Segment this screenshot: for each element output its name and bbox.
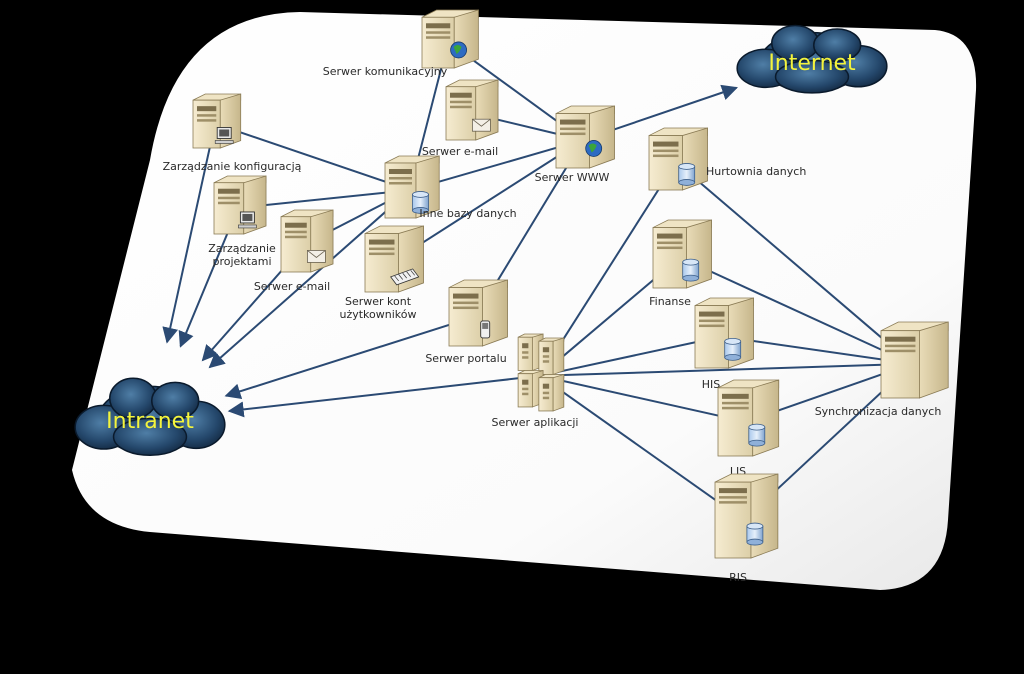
node-www: Serwer WWW: [535, 105, 615, 184]
node-label-finanse: Finanse: [649, 295, 691, 308]
globe-icon: [450, 41, 468, 59]
db-icon: [746, 522, 764, 546]
phone-icon: [480, 320, 491, 339]
node-label-inne: Inne bazy danych: [419, 207, 516, 220]
pc-icon: [214, 127, 234, 144]
edge-lis-aplikacji: [539, 374, 747, 423]
edge-inne-intranet: [208, 189, 411, 369]
node-label-ris: RIS: [729, 571, 747, 584]
node-inne: Inne bazy danych: [384, 155, 517, 220]
node-label-email2: Serwer e-mail: [254, 280, 330, 293]
globe-icon: [585, 140, 603, 157]
mail-icon: [306, 250, 326, 263]
node-lis: LIS: [717, 379, 780, 478]
node-label-his: HIS: [702, 378, 721, 391]
mail-icon: [471, 118, 491, 132]
edge-finanse-sync: [679, 256, 913, 365]
node-label-sync: Synchronizacja danych: [815, 405, 942, 418]
db-icon: [724, 337, 742, 361]
node-email1: Serwer e-mail: [422, 79, 499, 158]
edge-aplikacji-intranet: [227, 374, 541, 418]
node-label-www: Serwer WWW: [535, 171, 610, 184]
node-konfig: Zarządzanie konfiguracją: [163, 93, 302, 173]
node-label-komunikacyjny: Serwer komunikacyjny: [323, 65, 448, 78]
db-icon: [412, 191, 429, 214]
edge-projekty-inne: [237, 189, 411, 209]
cloud-intranet: Intranet: [74, 377, 226, 457]
node-hurtownia: Hurtownia danych: [648, 127, 806, 191]
node-finanse: Finanse: [649, 219, 712, 308]
edge-his-aplikacji: [539, 335, 723, 377]
edge-hurtownia-sync: [675, 161, 913, 365]
edge-konfig-intranet: [162, 123, 216, 344]
edge-portal-intranet: [224, 315, 477, 400]
keys-icon: [390, 268, 420, 286]
cloud-internet: Internet: [736, 24, 888, 94]
node-aplikacji: Serwer aplikacji: [492, 333, 579, 429]
node-email2: Serwer e-mail: [254, 209, 334, 293]
node-label-hurtownia: Hurtownia danych: [706, 165, 806, 178]
edge-aplikacji-sync: [539, 362, 913, 377]
node-sync: Synchronizacja danych: [815, 321, 949, 418]
node-label-portal: Serwer portalu: [425, 352, 506, 365]
db-icon: [682, 258, 700, 282]
db-icon: [748, 423, 766, 447]
node-label-aplikacji: Serwer aplikacji: [492, 416, 579, 429]
cloud-label-intranet: Intranet: [106, 409, 194, 434]
node-label-email1: Serwer e-mail: [422, 145, 498, 158]
pc-icon: [238, 211, 257, 229]
edge-ris-aplikacji: [539, 374, 745, 522]
node-label-konfig: Zarządzanie konfiguracją: [163, 160, 302, 173]
node-ris: RIS: [714, 473, 779, 584]
edge-konfig-inne: [214, 122, 411, 192]
node-his: HIS: [694, 297, 754, 391]
cloud-label-internet: Internet: [768, 51, 856, 76]
db-icon: [678, 163, 696, 186]
node-portal: Serwer portalu: [425, 279, 508, 365]
node-komunikacyjny: Serwer komunikacyjny: [323, 9, 479, 78]
